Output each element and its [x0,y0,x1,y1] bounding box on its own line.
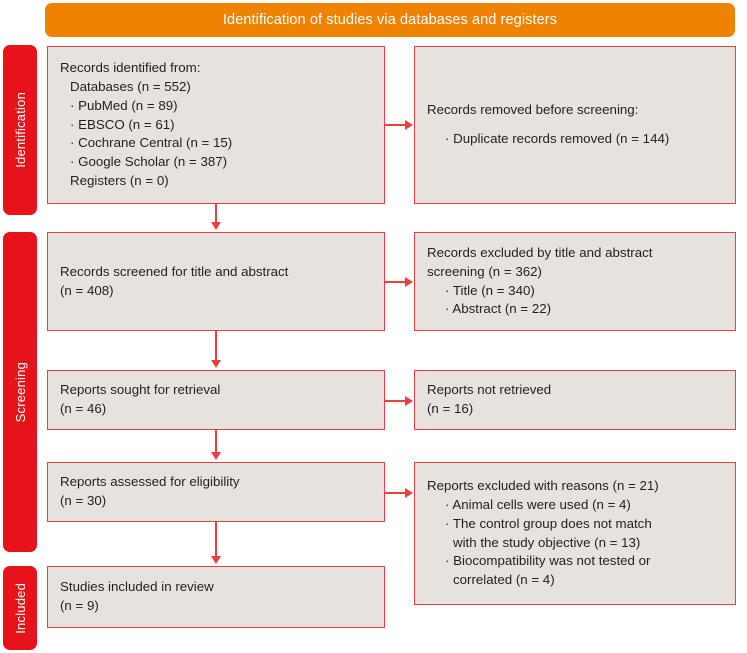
box-line: · Abstract (n = 22) [445,301,552,317]
box-line: screening (n = 362) [427,263,542,279]
box-line: (n = 408) [60,282,114,298]
box-line: · The control group does not match [445,515,652,531]
stage-bar-included: Included [3,566,37,650]
arrow-identified-to-screened [211,222,221,230]
box-reports-sought: Reports sought for retrieval (n = 46) [47,370,385,430]
box-line: (n = 30) [60,493,107,508]
arrow-identified-to-removed [405,120,413,130]
box-studies-included: Studies included in review (n = 9) [47,566,385,628]
box-line: Reports sought for retrieval [60,382,221,398]
box-line: (n = 9) [60,598,99,613]
stage-label-screening: Screening [12,361,28,423]
arrow-sought-to-not-retrieved [405,396,413,406]
box-line: Reports excluded with reasons (n = 21) [427,477,659,493]
stage-label-included: Included [12,582,28,634]
box-line: · Duplicate records removed (n = 144) [445,131,670,146]
connector-sought-to-assessed [215,430,217,454]
box-records-screened: Records screened for title and abstract … [47,232,385,331]
connector-screened-to-excluded [385,281,407,283]
arrow-sought-to-assessed [211,452,221,460]
box-line: (n = 46) [60,401,107,416]
box-line: · Google Scholar (n = 387) [70,154,228,170]
box-reports-excluded-reasons: Reports excluded with reasons (n = 21) ·… [414,462,736,605]
box-line: Records removed before screening: [427,102,639,118]
box-line: · Title (n = 340) [445,282,535,298]
connector-assessed-to-included [215,522,217,558]
box-line: Reports not retrieved [427,382,552,398]
box-line: · PubMed (n = 89) [70,97,178,113]
diagram-header-banner: Identification of studies via databases … [45,3,735,37]
stage-bar-screening: Screening [3,232,37,552]
connector-identified-to-screened [215,204,217,224]
connector-sought-to-not-retrieved [385,400,407,402]
arrow-screened-to-sought [211,360,221,368]
arrow-screened-to-excluded [405,277,413,287]
stage-bar-identification: Identification [3,45,37,215]
connector-assessed-to-excluded-reasons [385,492,407,494]
box-line: · Cochrane Central (n = 15) [70,135,233,151]
header-title: Identification of studies via databases … [222,12,558,28]
box-line: · Biocompatibility was not tested or [445,553,651,569]
box-line: Studies included in review [60,579,214,595]
box-line: (n = 16) [427,401,474,416]
box-line: Reports assessed for eligibility [60,474,240,490]
box-records-identified: Records identified from: Databases (n = … [47,46,385,204]
arrow-assessed-to-excluded-reasons [405,488,413,498]
box-line: · Animal cells were used (n = 4) [445,496,631,512]
box-line: Databases (n = 552) [70,78,191,94]
box-line: Records identified from: [60,59,201,75]
box-records-excluded-screening: Records excluded by title and abstract s… [414,232,736,331]
box-line: Records screened for title and abstract [60,263,289,279]
box-records-removed: Records removed before screening: · Dupl… [414,46,736,204]
box-line: · EBSCO (n = 61) [70,116,175,132]
box-line: correlated (n = 4) [453,572,555,588]
box-line: with the study objective (n = 13) [453,534,641,550]
box-reports-not-retrieved: Reports not retrieved (n = 16) [414,370,736,430]
box-line: Records excluded by title and abstract [427,244,653,260]
connector-identified-to-removed [385,124,407,126]
box-reports-assessed: Reports assessed for eligibility (n = 30… [47,462,385,522]
arrow-assessed-to-included [211,556,221,564]
stage-label-identification: Identification [12,92,28,168]
connector-screened-to-sought [215,331,217,362]
box-line: Registers (n = 0) [70,173,169,189]
